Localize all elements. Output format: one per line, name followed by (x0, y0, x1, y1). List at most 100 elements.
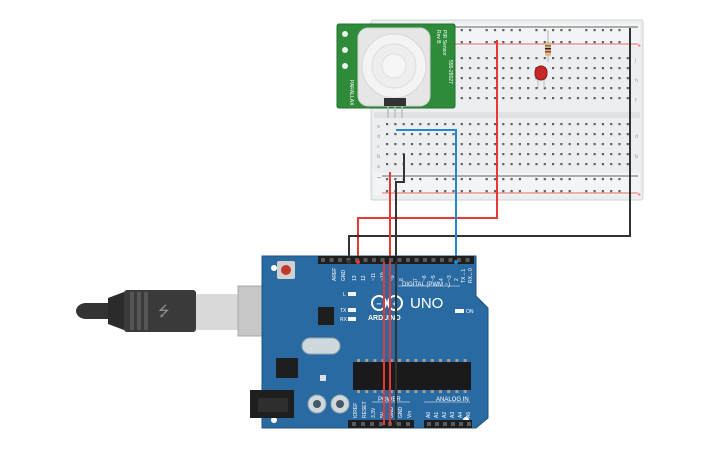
breadboard-hole[interactable] (502, 87, 505, 90)
breadboard-hole[interactable] (552, 77, 555, 80)
breadboard-hole[interactable] (543, 57, 546, 60)
breadboard-hole[interactable] (593, 97, 596, 100)
breadboard-hole[interactable] (560, 77, 563, 80)
breadboard-hole[interactable] (527, 163, 530, 166)
breadboard-hole[interactable] (427, 153, 430, 156)
breadboard-hole[interactable] (502, 67, 505, 70)
pin-socket[interactable] (361, 422, 365, 426)
breadboard-hole[interactable] (535, 57, 538, 60)
breadboard-hole[interactable] (560, 57, 563, 60)
rail-hole[interactable] (485, 29, 488, 32)
breadboard-hole[interactable] (543, 133, 546, 136)
pin-socket[interactable] (435, 422, 439, 426)
pin-socket[interactable] (355, 258, 359, 262)
rail-hole[interactable] (585, 178, 588, 181)
rail-hole[interactable] (518, 41, 521, 44)
breadboard-hole[interactable] (585, 143, 588, 146)
breadboard-hole[interactable] (593, 163, 596, 166)
rail-hole[interactable] (593, 190, 596, 193)
breadboard-hole[interactable] (552, 57, 555, 60)
breadboard-hole[interactable] (552, 67, 555, 70)
rail-hole[interactable] (601, 29, 604, 32)
pin-socket[interactable] (440, 258, 444, 262)
breadboard-hole[interactable] (543, 87, 546, 90)
pin-socket[interactable] (457, 258, 461, 262)
breadboard-hole[interactable] (394, 143, 397, 146)
breadboard-hole[interactable] (469, 133, 472, 136)
rail-hole[interactable] (568, 178, 571, 181)
breadboard-hole[interactable] (469, 97, 472, 100)
pin-socket[interactable] (397, 422, 401, 426)
breadboard-hole[interactable] (610, 87, 613, 90)
breadboard-hole[interactable] (585, 97, 588, 100)
breadboard-hole[interactable] (394, 163, 397, 166)
breadboard-hole[interactable] (435, 153, 438, 156)
breadboard-hole[interactable] (601, 143, 604, 146)
rail-hole[interactable] (610, 178, 613, 181)
breadboard-hole[interactable] (452, 163, 455, 166)
rail-hole[interactable] (493, 190, 497, 193)
breadboard-hole[interactable] (402, 143, 405, 146)
rail-hole[interactable] (543, 41, 546, 44)
wire-red-vcc[interactable] (357, 40, 498, 262)
breadboard-hole[interactable] (410, 163, 414, 166)
breadboard-hole[interactable] (419, 133, 422, 136)
breadboard-hole[interactable] (518, 77, 521, 80)
breadboard-hole[interactable] (527, 133, 530, 136)
breadboard-hole[interactable] (610, 153, 613, 156)
breadboard-hole[interactable] (626, 67, 629, 70)
breadboard-hole[interactable] (493, 163, 497, 166)
breadboard-hole[interactable] (568, 133, 571, 136)
breadboard-hole[interactable] (460, 57, 463, 60)
breadboard-hole[interactable] (585, 163, 588, 166)
breadboard-hole[interactable] (460, 163, 463, 166)
breadboard-hole[interactable] (593, 77, 596, 80)
pin-socket[interactable] (372, 258, 376, 262)
breadboard-hole[interactable] (510, 143, 513, 146)
rail-hole[interactable] (610, 29, 613, 32)
pin-socket[interactable] (380, 258, 385, 262)
breadboard-hole[interactable] (485, 153, 488, 156)
breadboard-hole[interactable] (527, 97, 530, 100)
breadboard-hole[interactable] (444, 143, 447, 146)
resistor[interactable] (545, 30, 551, 62)
breadboard-hole[interactable] (493, 87, 497, 90)
pin-socket[interactable] (448, 258, 453, 262)
breadboard-hole[interactable] (601, 57, 604, 60)
breadboard-hole[interactable] (402, 133, 405, 136)
breadboard-hole[interactable] (502, 97, 505, 100)
breadboard-hole[interactable] (576, 67, 580, 70)
breadboard-hole[interactable] (610, 77, 613, 80)
breadboard-hole[interactable] (485, 87, 488, 90)
breadboard-hole[interactable] (535, 153, 538, 156)
breadboard-hole[interactable] (601, 153, 604, 156)
breadboard-hole[interactable] (510, 67, 513, 70)
breadboard-hole[interactable] (601, 97, 604, 100)
rail-hole[interactable] (585, 41, 588, 44)
pin-socket[interactable] (370, 422, 374, 426)
breadboard-hole[interactable] (469, 87, 472, 90)
breadboard-hole[interactable] (626, 143, 629, 146)
breadboard-hole[interactable] (386, 123, 389, 126)
breadboard-hole[interactable] (593, 87, 596, 90)
breadboard-hole[interactable] (485, 67, 488, 70)
breadboard-hole[interactable] (568, 67, 571, 70)
rail-hole[interactable] (402, 190, 405, 193)
breadboard-hole[interactable] (552, 87, 555, 90)
breadboard-hole[interactable] (510, 57, 513, 60)
rail-hole[interactable] (493, 41, 497, 44)
rail-hole[interactable] (419, 178, 422, 181)
rail-hole[interactable] (510, 178, 513, 181)
breadboard-hole[interactable] (543, 143, 546, 146)
breadboard-hole[interactable] (410, 153, 414, 156)
breadboard-hole[interactable] (493, 97, 497, 100)
breadboard-hole[interactable] (460, 143, 463, 146)
breadboard-hole[interactable] (618, 87, 621, 90)
breadboard-hole[interactable] (460, 153, 463, 156)
rail-hole[interactable] (452, 190, 455, 193)
rail-hole[interactable] (568, 41, 571, 44)
breadboard-hole[interactable] (585, 77, 588, 80)
breadboard-hole[interactable] (518, 133, 521, 136)
breadboard-hole[interactable] (626, 133, 629, 136)
breadboard-hole[interactable] (386, 143, 389, 146)
